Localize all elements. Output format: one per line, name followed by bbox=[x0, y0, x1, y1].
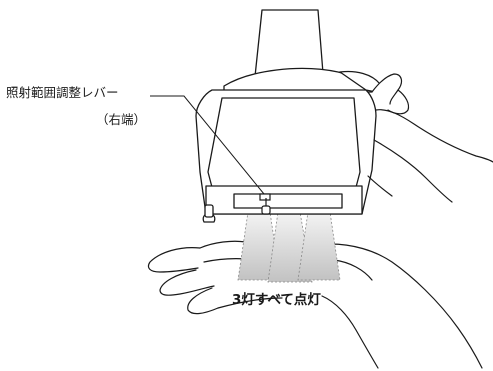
adjust-lever bbox=[259, 193, 271, 215]
light-beams bbox=[237, 211, 341, 283]
holding-hand bbox=[367, 73, 493, 203]
left-knob bbox=[204, 204, 214, 218]
device-body bbox=[195, 9, 377, 223]
lever-position-note: （右端） bbox=[96, 112, 147, 127]
lamp-window bbox=[233, 193, 343, 209]
device-base bbox=[205, 185, 363, 215]
lever-leader-line bbox=[150, 95, 265, 195]
beam-right bbox=[297, 211, 341, 281]
palm-drawing bbox=[147, 240, 483, 369]
lever-label: 照射範囲調整レバー bbox=[6, 85, 119, 100]
lever-tip bbox=[261, 205, 271, 215]
beam-left bbox=[237, 211, 281, 281]
lamp-status-caption: 3灯すべて点灯 bbox=[232, 292, 321, 308]
